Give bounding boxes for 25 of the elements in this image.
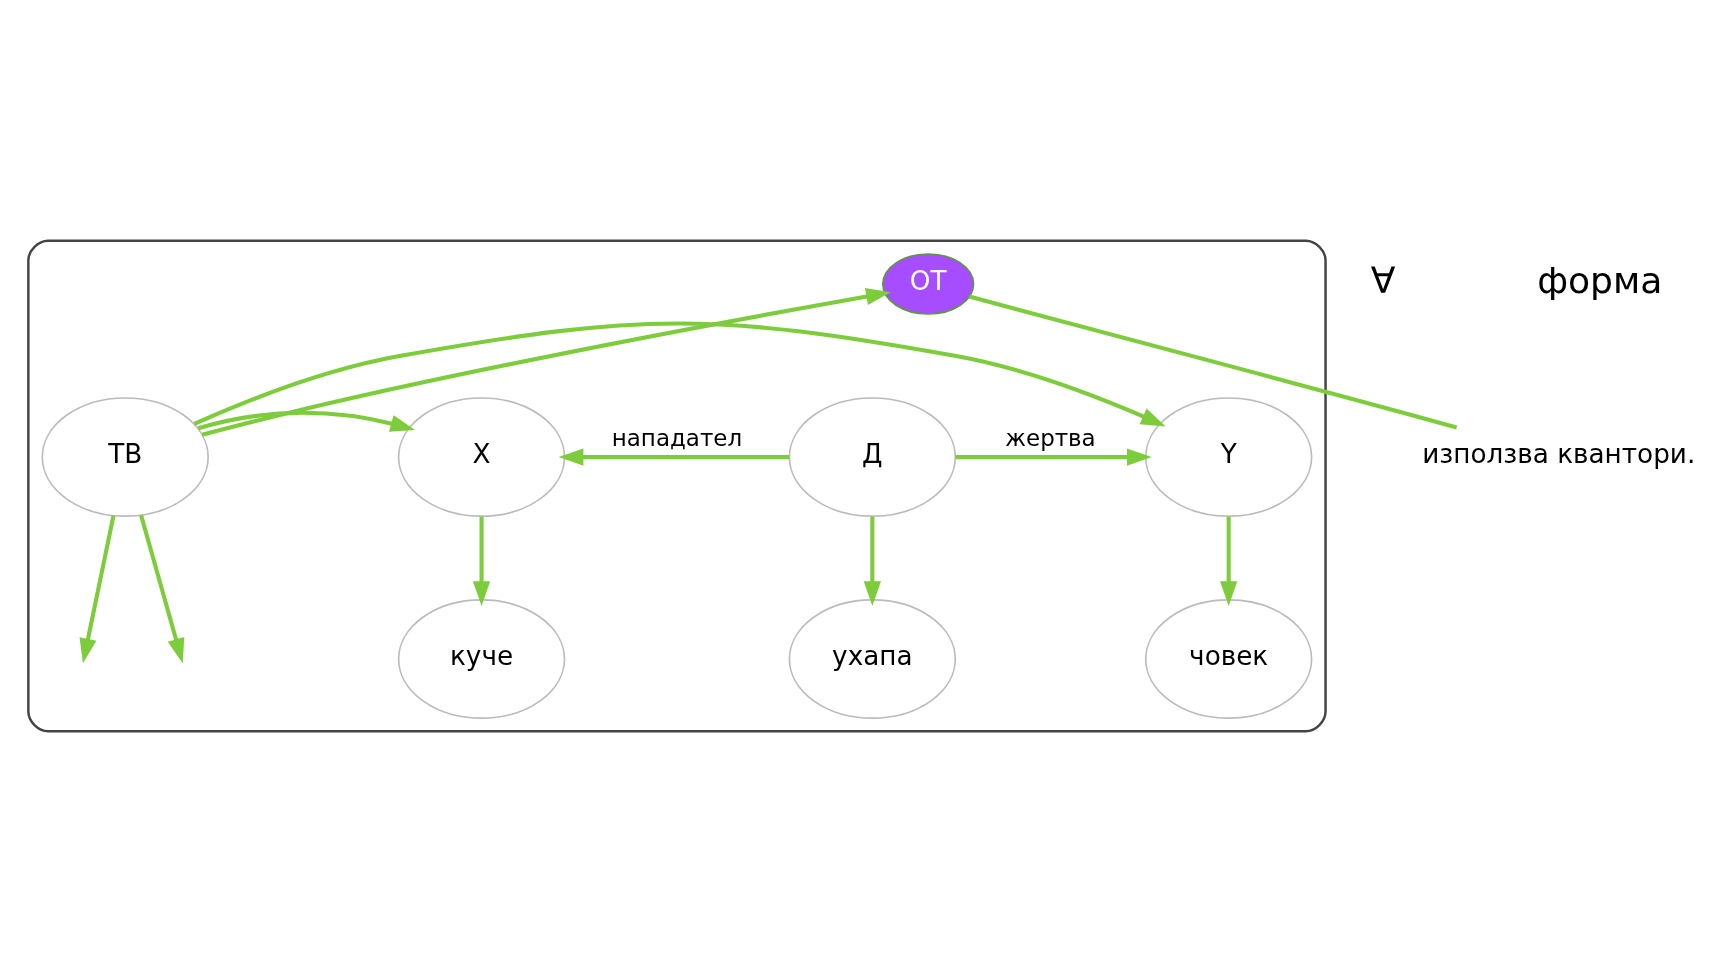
label: форма xyxy=(1537,259,1663,303)
arrow xyxy=(1220,516,1238,606)
arrow xyxy=(955,448,1152,466)
arrow xyxy=(79,515,116,664)
node-ellipse: ОТ xyxy=(881,253,975,315)
node-ellipse: Y xyxy=(1144,397,1313,517)
node-ellipse: ухапа xyxy=(788,599,957,719)
node-ellipse: ТВ xyxy=(41,397,209,517)
arrow xyxy=(197,410,416,432)
arrow xyxy=(472,516,491,606)
label: ∀ xyxy=(1370,259,1396,303)
arrow xyxy=(201,288,891,437)
connector xyxy=(968,294,1458,430)
arrow xyxy=(558,448,790,466)
arrow xyxy=(139,514,185,664)
node-ellipse: X xyxy=(397,397,566,517)
node-ellipse: Д xyxy=(788,397,957,517)
node-text: използва квантори. xyxy=(1422,439,1696,470)
node-ellipse: човек xyxy=(1144,599,1313,719)
arrow xyxy=(863,516,881,606)
arrow xyxy=(193,321,1166,427)
edge-label: жертва xyxy=(1005,424,1096,451)
edge-label: нападател xyxy=(611,424,743,451)
node-ellipse: куче xyxy=(397,599,566,719)
cluster xyxy=(27,239,1327,733)
